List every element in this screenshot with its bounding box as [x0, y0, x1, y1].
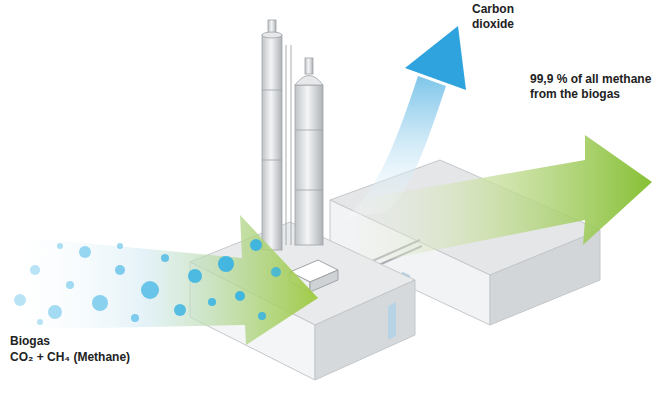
- door: [388, 302, 396, 340]
- wall: [315, 280, 415, 380]
- gas-label: Biogas: [10, 334, 210, 349]
- methane-arrow: [355, 135, 652, 265]
- gas-bubbles: [14, 239, 281, 325]
- output-label: Carbon dioxide: [472, 2, 534, 32]
- output-label: 99,9 % of all methane from the biogas: [530, 72, 654, 102]
- columns: [262, 20, 323, 250]
- roof-unit: [310, 270, 338, 292]
- gas-formula: CO₂ + CH₄ (Methane): [10, 350, 210, 365]
- biogas-arrow: [0, 215, 318, 345]
